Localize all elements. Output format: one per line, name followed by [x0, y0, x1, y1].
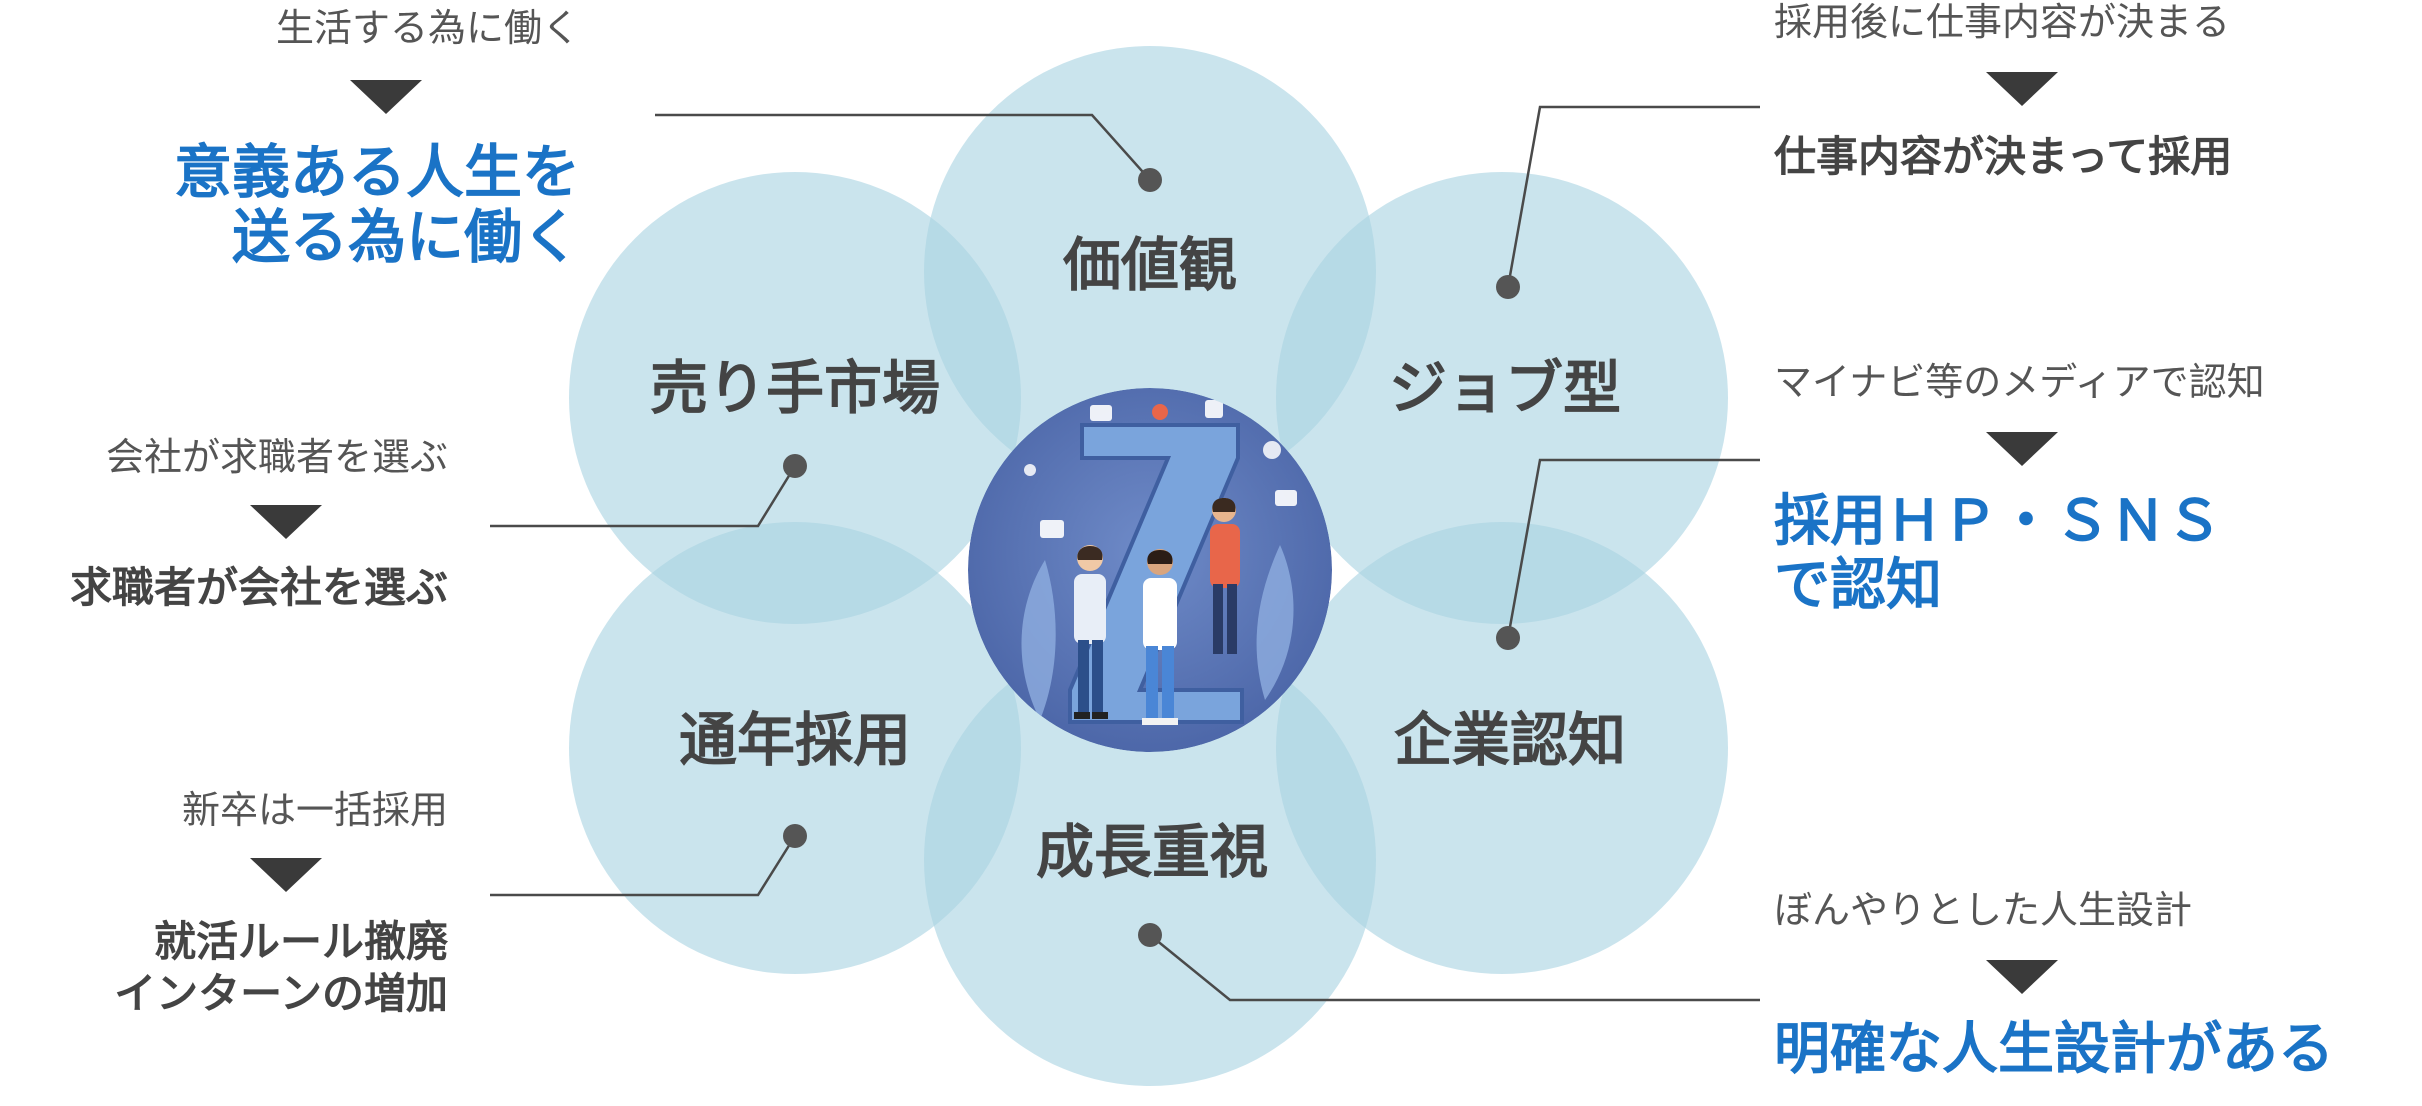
callout-awareness: マイナビ等のメディアで認知 採用ＨＰ・ＳＮＳ で認知 [1774, 360, 2394, 618]
callout-awareness-after: 採用ＨＰ・ＳＮＳ で認知 [1774, 488, 2222, 618]
person-middle-icon [1142, 549, 1178, 725]
petal-label-lower-left: 通年採用 [679, 706, 911, 774]
callout-job-before: 採用後に仕事内容が決まる [1774, 0, 2231, 44]
callout-recruiting: 新卒は一括採用 就活ルール撤廃 インターンの増加 [0, 788, 448, 1021]
petal-bottom [924, 634, 1376, 1086]
callout-market-before: 会社が求職者を選ぶ [105, 435, 448, 479]
callout-recruiting-after: 就活ルール撤廃 インターンの増加 [114, 916, 448, 1019]
callout-awareness-before: マイナビ等のメディアで認知 [1774, 360, 2265, 404]
leader-line-purpose [655, 113, 1151, 181]
petal-label-top: 価値観 [1062, 231, 1237, 299]
leader-line-career [1149, 934, 1760, 1002]
callout-job-after: 仕事内容が決まって採用 [1774, 131, 2233, 181]
leader-line-awareness [1506, 458, 1760, 639]
petal-lower-left [569, 522, 1021, 974]
leader-dots [783, 168, 1520, 947]
dot-job [1496, 275, 1520, 299]
leader-line-market [490, 465, 797, 528]
petal-label-upper-left: 売り手市場 [650, 354, 940, 422]
callout-job: 採用後に仕事内容が決まる 仕事内容が決まって採用 [1774, 0, 2394, 182]
petal-top [924, 46, 1376, 498]
callout-purpose-before: 生活する為に働く [275, 6, 580, 50]
petal-label-bottom: 成長重視 [1036, 818, 1268, 886]
petal-labels: 価値観 ジョブ型 企業認知 成長重視 通年採用 売り手市場 [650, 231, 1626, 886]
callout-market-after: 求職者が会社を選ぶ [69, 562, 448, 612]
dot-awareness [1496, 626, 1520, 650]
leader-lines [490, 105, 1760, 1002]
down-arrow-icon [250, 857, 322, 892]
petal-label-lower-right: 企業認知 [1394, 706, 1626, 774]
down-arrow-icon [250, 504, 322, 539]
dot-recruiting [783, 824, 807, 848]
petals [569, 46, 1728, 1086]
leader-line-job [1506, 105, 1760, 288]
dot-purpose [1138, 168, 1162, 192]
petal-upper-left [569, 172, 1021, 624]
person-left-icon [1074, 545, 1108, 719]
leader-line-recruiting [490, 835, 797, 897]
person-right-icon [1210, 498, 1240, 654]
petal-upper-right [1276, 172, 1728, 624]
callout-career-after: 明確な人生設計がある [1774, 1016, 2334, 1082]
callout-recruiting-before: 新卒は一括採用 [181, 788, 448, 832]
callout-purpose: 生活する為に働く 意義ある人生を 送る為に働く [60, 6, 580, 270]
dot-career [1138, 923, 1162, 947]
callout-career-before: ぼんやりとした人生設計 [1774, 888, 2193, 932]
down-arrow-icon [1986, 959, 2058, 994]
down-arrow-icon [1986, 431, 2058, 466]
callout-market: 会社が求職者を選ぶ 求職者が会社を選ぶ [0, 435, 448, 613]
down-arrow-icon [350, 79, 422, 114]
down-arrow-icon [1986, 71, 2058, 106]
callout-career: ぼんやりとした人生設計 明確な人生設計がある [1774, 888, 2414, 1083]
petal-lower-right [1276, 522, 1728, 974]
petal-label-upper-right: ジョブ型 [1389, 354, 1621, 422]
callout-purpose-after: 意義ある人生を 送る為に働く [173, 137, 580, 271]
center-illustration [968, 388, 1332, 752]
dot-market [783, 454, 807, 478]
